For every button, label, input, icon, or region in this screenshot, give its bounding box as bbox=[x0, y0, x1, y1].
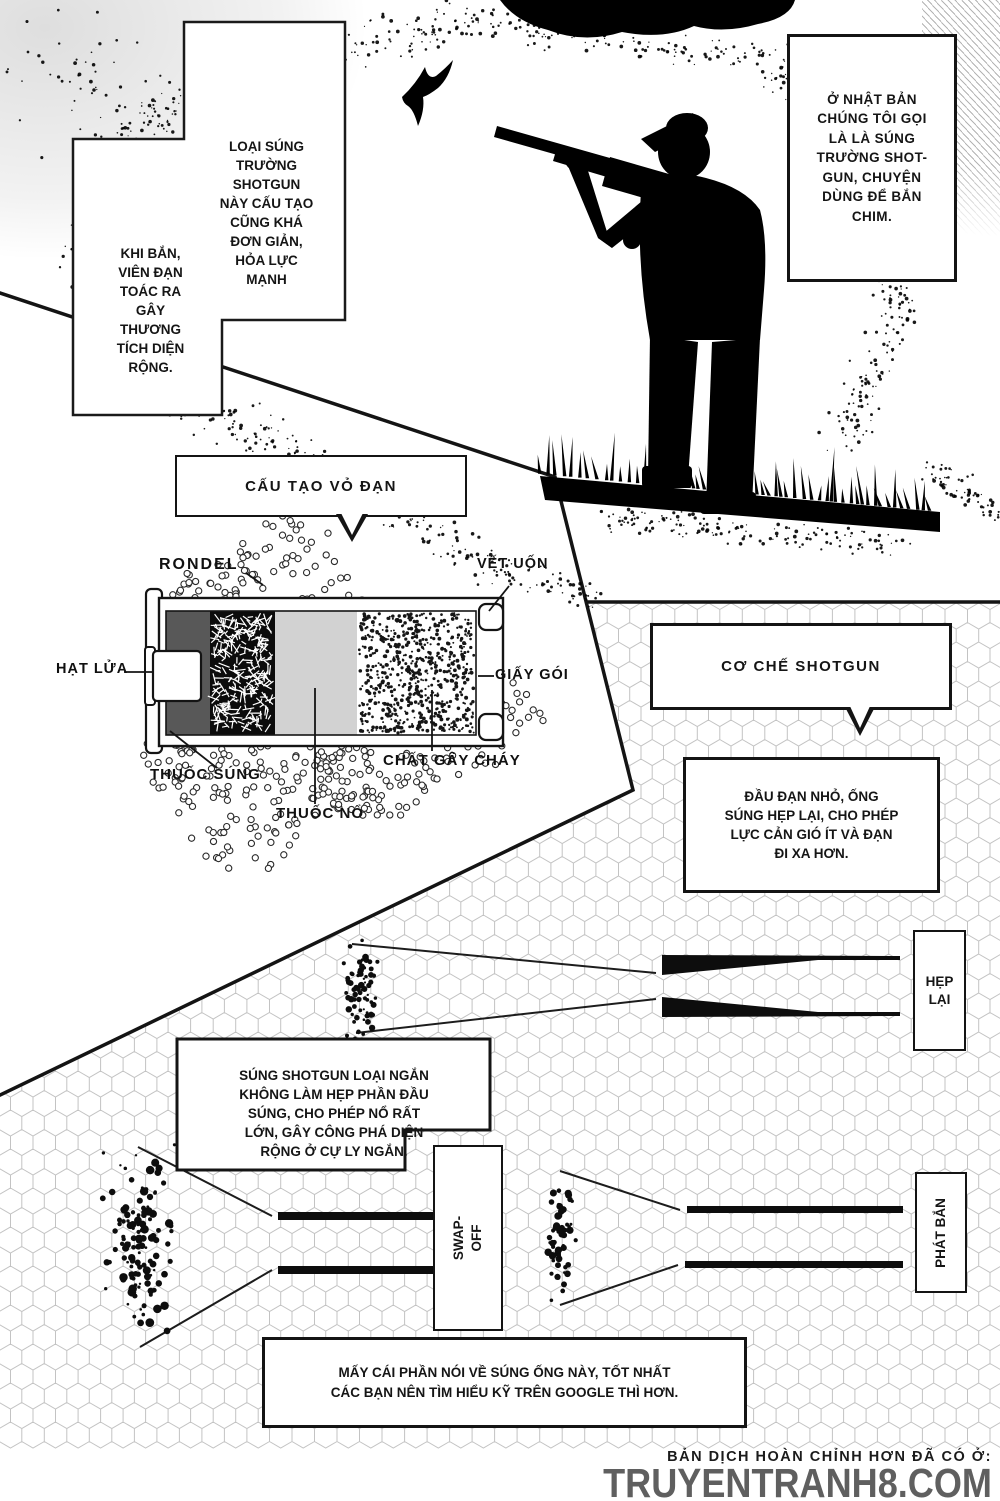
sawedoff-label: SWAP- OFF bbox=[450, 1215, 484, 1261]
shell-diagram-title: CẤU TẠO VỎ ĐẠN bbox=[175, 455, 467, 517]
label-charge: THUỐC NỔ bbox=[276, 805, 364, 822]
choke-explanation-box: ĐẦU ĐẠN NHỎ, ỐNG SÚNG HẸP LẠI, CHO PHÉP … bbox=[683, 757, 940, 893]
choke-label-box: HẸP LẠI bbox=[913, 930, 966, 1051]
narration-shot-effect: KHI BẮN, VIÊN ĐẠN TOÁC RA GÂY THƯƠNG TÍC… bbox=[116, 246, 185, 375]
label-igniter: CHẤT GÂY CHÁY bbox=[383, 752, 521, 769]
narration-shotgun-intro: LOẠI SÚNG TRƯỜNG SHOTGUN NÀY CẤU TẠO CŨN… bbox=[219, 139, 314, 287]
speech-bubble-japan: Ở NHẬT BẢN CHÚNG TÔI GỌI LÀ LÀ SÚNG TRƯỜ… bbox=[787, 34, 957, 282]
bubble-tail bbox=[849, 704, 871, 728]
sawedoff-label-box: SWAP- OFF bbox=[433, 1145, 503, 1331]
shot-label-box: PHÁT BẮN bbox=[915, 1172, 967, 1293]
label-rondel: RONDEL bbox=[159, 556, 239, 573]
mechanism-title: CƠ CHẾ SHOTGUN bbox=[650, 623, 952, 710]
google-note-box: MẤY CÁI PHẦN NÓI VỀ SÚNG ỐNG NÀY, TỐT NH… bbox=[262, 1337, 747, 1428]
shot-label: PHÁT BẮN bbox=[933, 1197, 948, 1268]
translation-credit: BẢN DỊCH HOÀN CHỈNH HƠN ĐÃ CÓ Ở: bbox=[667, 1449, 992, 1465]
bubble-tail bbox=[340, 511, 364, 535]
label-primer: HẠT LỬA bbox=[56, 661, 129, 677]
label-crimp: VẾT UỐN bbox=[477, 556, 549, 572]
sawedoff-explanation-text: SÚNG SHOTGUN LOẠI NGẮN KHÔNG LÀM HẸP PHẦ… bbox=[239, 1068, 429, 1159]
site-name: TRUYENTRANH8.COM bbox=[603, 1460, 992, 1501]
label-paper-wrap: GIẤY GÓI bbox=[495, 667, 569, 683]
label-gunpowder: THUỐC SÚNG bbox=[150, 766, 261, 783]
